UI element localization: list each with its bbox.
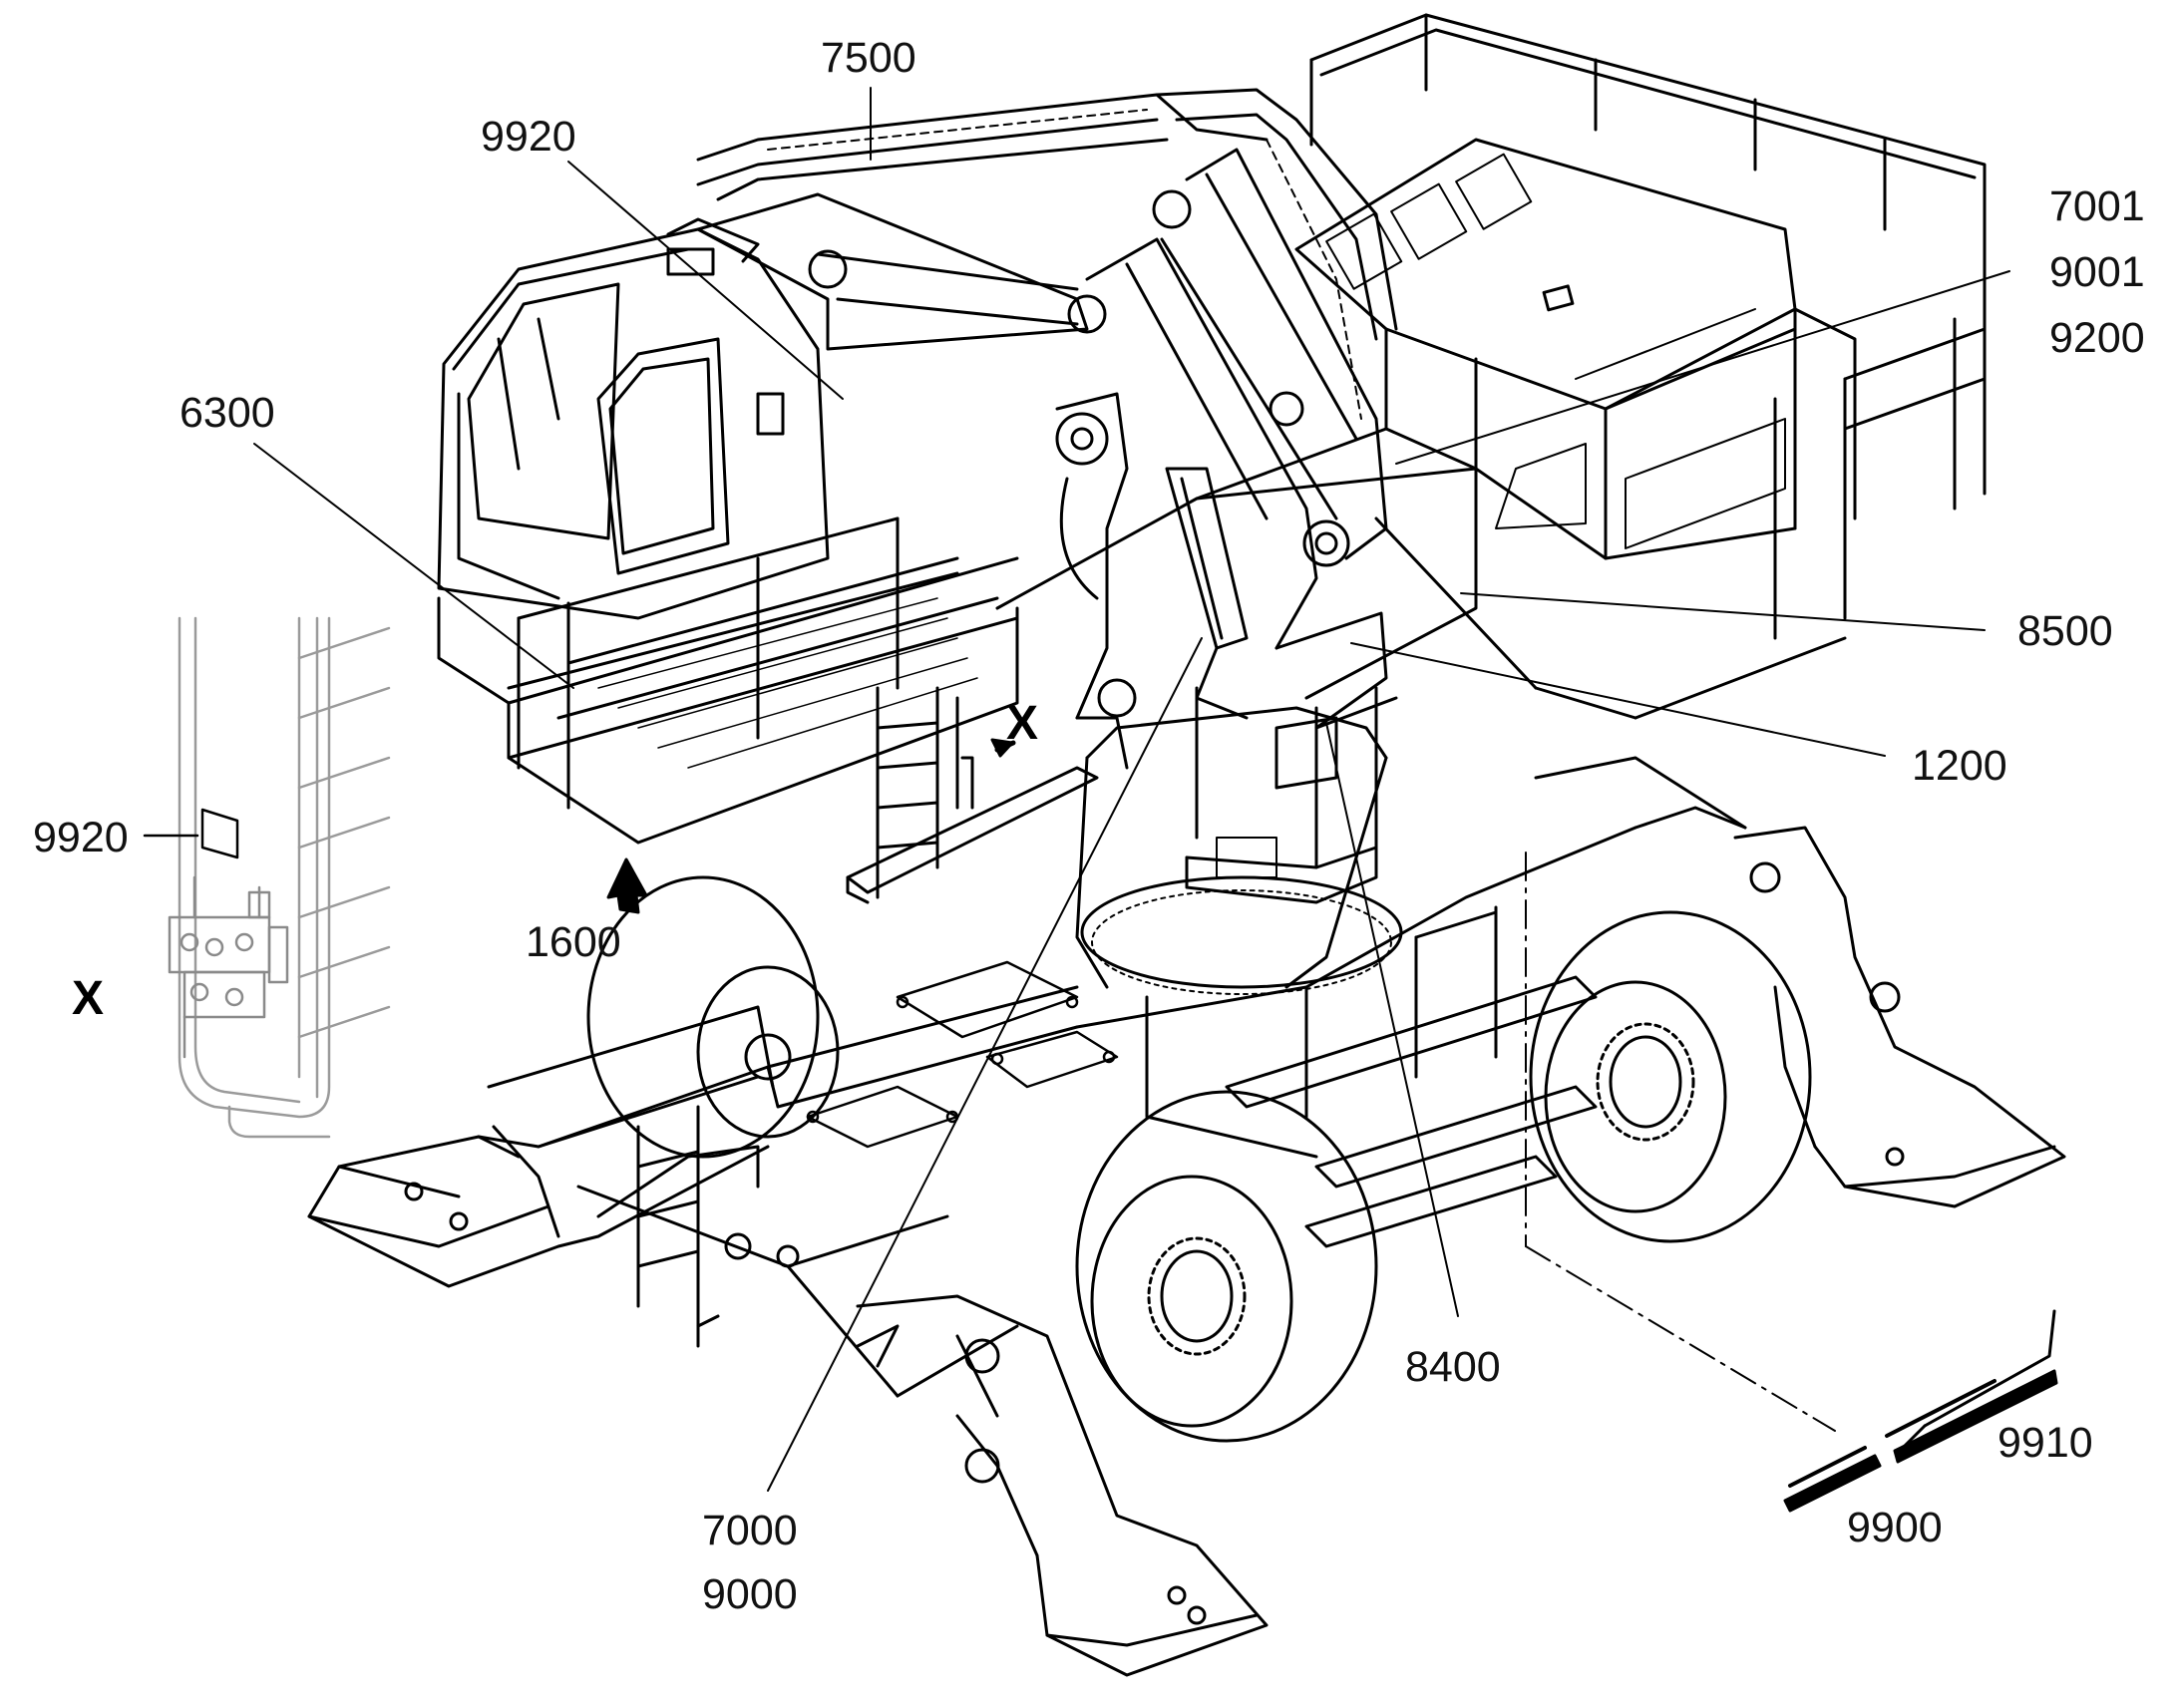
callout-6300: 6300	[180, 389, 275, 437]
undercarriage-ladder	[596, 1105, 900, 1368]
view-x-arrow-label: X	[1006, 697, 1039, 750]
access-ladder-left	[846, 686, 1099, 904]
outrigger-rear-right	[1733, 826, 2066, 1208]
detail-panel-lines	[297, 626, 391, 1039]
callout-9900: 9900	[1847, 1504, 1943, 1551]
callout-8500: 8500	[2017, 607, 2113, 655]
view-x-detail-label: X	[72, 972, 105, 1025]
callout-9001: 9001	[2049, 248, 2145, 296]
callout-1200: 1200	[1912, 742, 2007, 790]
callout-9910: 9910	[1998, 1419, 2093, 1467]
wheel-rear-right	[1529, 910, 1812, 1243]
leader-1200	[1350, 642, 1886, 757]
leader-6300	[253, 443, 574, 689]
undercarriage-steps	[1225, 905, 1598, 1248]
view-arrows	[606, 738, 1016, 914]
callout-7500: 7500	[821, 34, 916, 82]
leader-8500	[1460, 592, 1986, 631]
callout-9920-side: 9920	[33, 814, 129, 861]
leader-lines	[253, 87, 2010, 1492]
callout-7000: 7000	[702, 1507, 798, 1554]
wheel-front-right	[1075, 1090, 1378, 1443]
wheel-front-left	[586, 875, 840, 1159]
callout-9000: 9000	[702, 1570, 798, 1618]
engine-vents	[1325, 153, 1786, 549]
boom	[696, 148, 1388, 650]
stripe-leader	[1525, 852, 1836, 1432]
detail-view-x	[168, 616, 391, 1139]
leader-7001	[1395, 270, 2010, 465]
callout-7001: 7001	[2049, 182, 2145, 230]
operator-cab	[437, 217, 830, 620]
valve-block-detail	[168, 875, 289, 1059]
decal-9920-detail	[143, 808, 239, 859]
leader-8400	[1325, 722, 1459, 1317]
leader-9920-top	[567, 161, 844, 400]
callout-1600: 1600	[526, 918, 621, 966]
rear-ladder-platform	[1185, 686, 1378, 904]
outrigger-left	[307, 1005, 775, 1288]
leader-7000	[767, 637, 1203, 1492]
railing	[1309, 13, 1987, 640]
left-walkway	[437, 516, 1019, 845]
column-and-cylinder	[1055, 392, 1403, 995]
frame-hatches	[806, 960, 1119, 1149]
outrigger-front	[856, 1294, 1269, 1677]
engine-housing	[1195, 138, 1857, 560]
uppercarriage-body	[995, 467, 1847, 720]
callout-9920-top: 9920	[481, 113, 576, 161]
callout-8400: 8400	[1405, 1343, 1501, 1391]
undercarriage-frame	[537, 756, 1747, 1398]
stripe-decals	[1783, 1309, 2058, 1513]
callout-9200: 9200	[2049, 314, 2145, 362]
